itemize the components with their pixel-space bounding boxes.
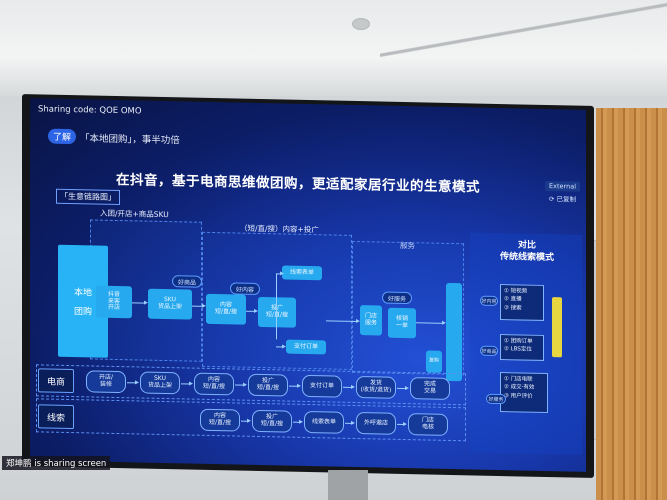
leads-chip: 外呼邀店 [356,412,396,435]
flow-arrow [276,346,284,348]
tag-good-product: 好商品 [172,275,202,288]
note-text: 「本地团购」，事半功倍 [80,132,180,146]
leads-row [36,398,466,442]
node-store-service: 门店 服务 [360,305,382,336]
leads-chip: 线索表单 [304,410,344,434]
row-label-ecommerce: 电商 [38,368,74,394]
node-user-growth [446,282,462,382]
note-pill: 了解 [48,128,77,145]
ecommerce-chip: 发货 (收货/退货) [356,376,396,399]
flow-arrow [293,421,301,423]
flow-line [276,273,277,340]
ceiling-light [352,18,370,30]
slide-title: 在抖音，基于电商思维做团购，更适配家居行业的生意模式 [116,171,480,196]
row-label-leads: 线索 [38,404,74,430]
copy-link-button[interactable]: ⟳ 已复制 [548,195,576,204]
wood-slat-wall [596,108,667,500]
flow-arrow [181,383,191,385]
ceiling-rail [380,0,667,60]
ecommerce-chip: 开店/ 装修 [86,370,126,394]
compare-tag-product: 好商品 [480,345,498,356]
node-sku-listing: SKU 货品上架 [148,288,192,320]
slide-note: 了解 「本地团购」，事半功倍 [48,128,180,147]
node-redeem: 核销 一单 [388,307,416,339]
compare-tag-service: 好服务 [486,393,506,405]
compare-title: 对比 传统线索模式 [499,240,554,263]
ecommerce-chip: 支付订单 [302,374,342,398]
flow-arrow [246,310,256,312]
ecommerce-chip: SKU 货品上架 [140,371,180,395]
external-badge[interactable]: External [545,180,580,192]
compare-box-2: ① 团购订单 ② LBS定位 [500,334,544,361]
node-lead-form: 线索表单 [282,265,322,281]
flow-arrow [127,382,137,384]
compare-yellow-marker [552,297,562,358]
display-stand [328,470,368,500]
column-head-1: 入团/开店+商品SKU [100,208,169,220]
sharing-code: Sharing code: QOE OMO [38,104,142,117]
big-box-line1: 本地 [73,288,92,299]
compare-box-3: ① 门店电联 ② 成交·有效 ③ 用户评价 [500,372,548,414]
ecommerce-chip: 完成 交易 [410,377,450,400]
tag-good-service: 好服务 [382,291,412,305]
flow-arrow [343,386,353,388]
leads-chip: 门店 电核 [408,413,448,436]
flow-arrow [289,385,299,387]
flow-arrow [397,387,407,390]
chain-label: 「生意链路图」 [56,188,120,206]
leads-chip: 内容 短/直/搜 [200,408,240,432]
flow-arrow [345,422,353,424]
presenter-banner: 郑坤鹏 is sharing screen [2,456,111,470]
ecommerce-chip: 内容 短/直/搜 [194,372,234,396]
ecommerce-chip: 投广 短/直/搜 [248,373,288,397]
presentation-screen: Sharing code: QOE OMO 了解 「本地团购」，事半功倍 Ext… [30,98,586,472]
flow-arrow [192,305,204,307]
flow-arrow [397,423,405,426]
leads-chip: 投广 短/直/搜 [252,409,292,433]
flow-arrow [235,384,245,386]
node-repurchase: 复购 [426,350,442,373]
node-ads: 投广 短/直/搜 [258,296,296,328]
compare-tag-content: 好内容 [480,295,498,306]
flow-arrow [241,420,249,422]
node-content: 内容 短/直/搜 [206,293,246,325]
flow-arrow [276,273,282,275]
compare-box-1: ① 短视频 ② 直播 ③ 搜索 [500,284,544,321]
tag-good-content: 好内容 [230,282,260,295]
node-pay-order: 支付订单 [286,339,326,355]
big-box-line2: 团购 [73,307,92,318]
node-open-shop: 抖音 来客 开店 [96,285,132,319]
